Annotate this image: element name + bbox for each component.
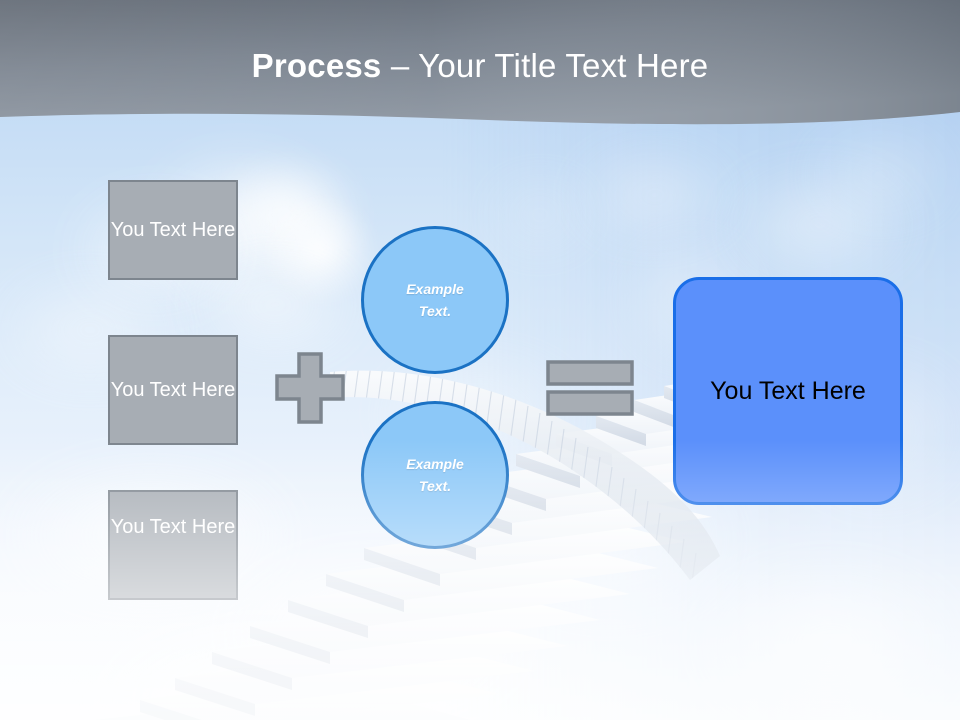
input-box-2[interactable]: You Text Here xyxy=(108,335,238,445)
example-circle-2-line2: Text. xyxy=(418,478,452,494)
input-box-3-label: You Text Here xyxy=(110,516,236,538)
title-band xyxy=(0,0,960,125)
input-box-3[interactable]: You Text Here xyxy=(108,490,238,600)
cloud-shape xyxy=(780,120,960,230)
result-box-label: You Text Here xyxy=(710,376,866,405)
page-title-bold: Process xyxy=(251,47,382,84)
result-box[interactable]: You Text Here xyxy=(673,277,903,505)
input-box-1-label: You Text Here xyxy=(110,218,236,241)
equals-icon xyxy=(546,360,634,416)
example-circle-1-line1: Example xyxy=(406,281,464,297)
page-title: Process – Your Title Text Here xyxy=(0,46,960,86)
plus-icon xyxy=(275,352,345,424)
example-circle-1-line2: Text. xyxy=(418,303,452,319)
input-box-2-label: You Text Here xyxy=(110,378,236,401)
cloud-shape xyxy=(690,155,950,295)
cloud-shape xyxy=(470,170,610,260)
example-circle-2-line1: Example xyxy=(406,456,464,472)
input-box-1[interactable]: You Text Here xyxy=(108,180,238,280)
page-title-rest: – Your Title Text Here xyxy=(381,47,709,84)
